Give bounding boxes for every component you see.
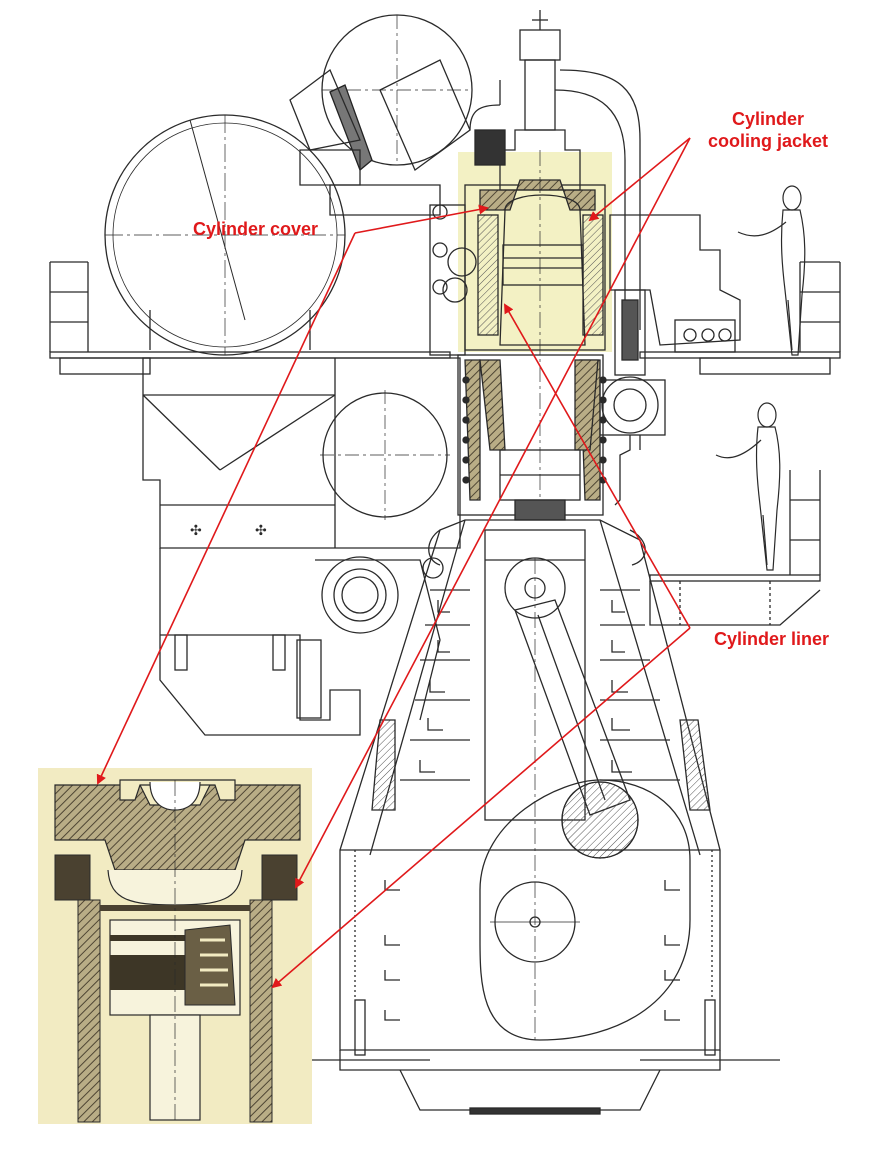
connecting-rod-assembly: [479, 557, 691, 1041]
crankcase-frame: [339, 519, 721, 1051]
cylinder-cooling-jacket-label-line2: cooling jacket: [708, 131, 829, 151]
callout-lines: [96, 137, 691, 989]
upper-platform: [49, 261, 841, 375]
turbocharger: [104, 14, 473, 356]
cylinder-cooling-jacket-label: Cylinder cooling jacket: [708, 108, 828, 152]
standing-figure-upper: [737, 185, 806, 356]
bed-plate: [310, 849, 780, 1115]
lower-platform: [649, 470, 821, 626]
scavenge-air-receiver: ✣ ✣: [142, 357, 461, 736]
cylinder-cover-label: Cylinder cover: [193, 219, 319, 239]
svg-text:✣: ✣: [190, 522, 202, 538]
cylinder-liner-label: Cylinder liner: [714, 629, 830, 649]
svg-text:✣: ✣: [255, 522, 267, 538]
cylinder-cooling-jacket-label-line1: Cylinder: [732, 109, 805, 129]
detail-inset: [38, 768, 312, 1124]
cylinder-section: [429, 10, 641, 520]
standing-figure-lower: [715, 402, 781, 571]
fuel-pump-assembly: [599, 214, 741, 506]
